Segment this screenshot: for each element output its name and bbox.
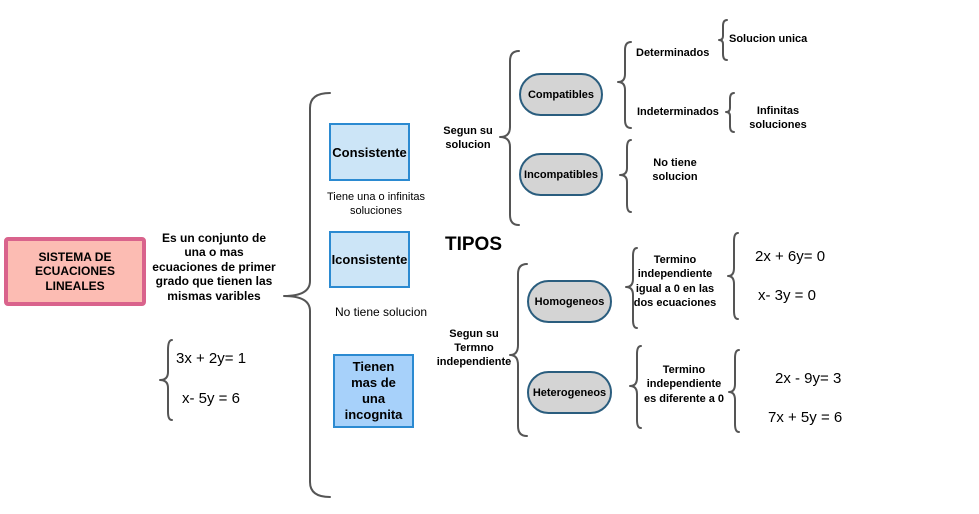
homogeneos-pill: Homogeneos [527,280,612,323]
types-title: TIPOS [445,234,503,255]
brace-types [283,92,331,498]
consistente-label: Consistente [332,144,407,160]
homogeneos-label: Homogeneos [534,295,605,308]
infinitas-soluciones-label: Infinitas soluciones [749,105,807,131]
no-tiene-solucion-label: No tiene solucion [652,157,698,183]
example-eq-2: x- 5y = 6 [182,390,240,407]
inconsistente-box: Iconsistente [329,231,410,288]
mas-incognita-box: Tienen mas de una incognita [333,354,414,428]
brace-termino [509,263,528,437]
heterogeneos-eq-2: 7x + 5y = 6 [768,409,843,426]
main-title-box: SISTEMA DE ECUACIONES LINEALES [4,237,146,306]
inconsistente-label: Iconsistente [331,252,408,267]
consistente-box: Consistente [329,123,410,181]
incompatibles-pill: Incompatibles [519,153,603,196]
compatibles-label: Compatibles [527,88,594,101]
definition-text: Es un conjunto de una o mas ecuaciones d… [152,231,276,303]
homogeneos-eq-2: x- 3y = 0 [758,287,816,304]
brace-example [159,339,173,421]
inconsistente-desc: No tiene solucion [335,305,428,319]
indeterminados-label: Indeterminados [637,106,719,118]
determinados-label: Determinados [636,47,710,59]
brace-compatibles [617,41,632,129]
incompatibles-label: Incompatibles [524,168,598,181]
homogeneos-desc: Termino independiente igual a 0 en las d… [633,254,717,309]
heterogeneos-desc: Termino independiente es diferente a 0 [643,364,725,405]
brace-indeterminados [725,92,735,133]
homogeneos-eq-1: 2x + 6y= 0 [755,248,826,265]
brace-heterogeneos-eq [728,349,740,433]
heterogeneos-eq-1: 2x - 9y= 3 [775,370,842,387]
segun-termino-label: Segun su Termno independiente [436,328,512,368]
solucion-unica-label: Solucion unica [729,33,808,45]
heterogeneos-label: Heterogeneos [532,386,607,399]
segun-solucion-label: Segun su solucion [443,125,493,151]
consistente-desc: Tiene una o infinitas soluciones [326,191,426,217]
mas-incognita-label: Tienen mas de una incognita [344,358,403,423]
brace-homogeneos-eq [727,232,739,320]
compatibles-pill: Compatibles [519,73,603,116]
heterogeneos-pill: Heterogeneos [527,371,612,414]
brace-heterogeneos [629,345,642,429]
example-eq-1: 3x + 2y= 1 [176,350,247,367]
brace-incompatibles [619,139,632,213]
brace-solucion [499,50,520,226]
main-title: SISTEMA DE ECUACIONES LINEALES [34,249,115,293]
brace-determinados [718,19,728,61]
brace-homogeneos [625,247,638,329]
